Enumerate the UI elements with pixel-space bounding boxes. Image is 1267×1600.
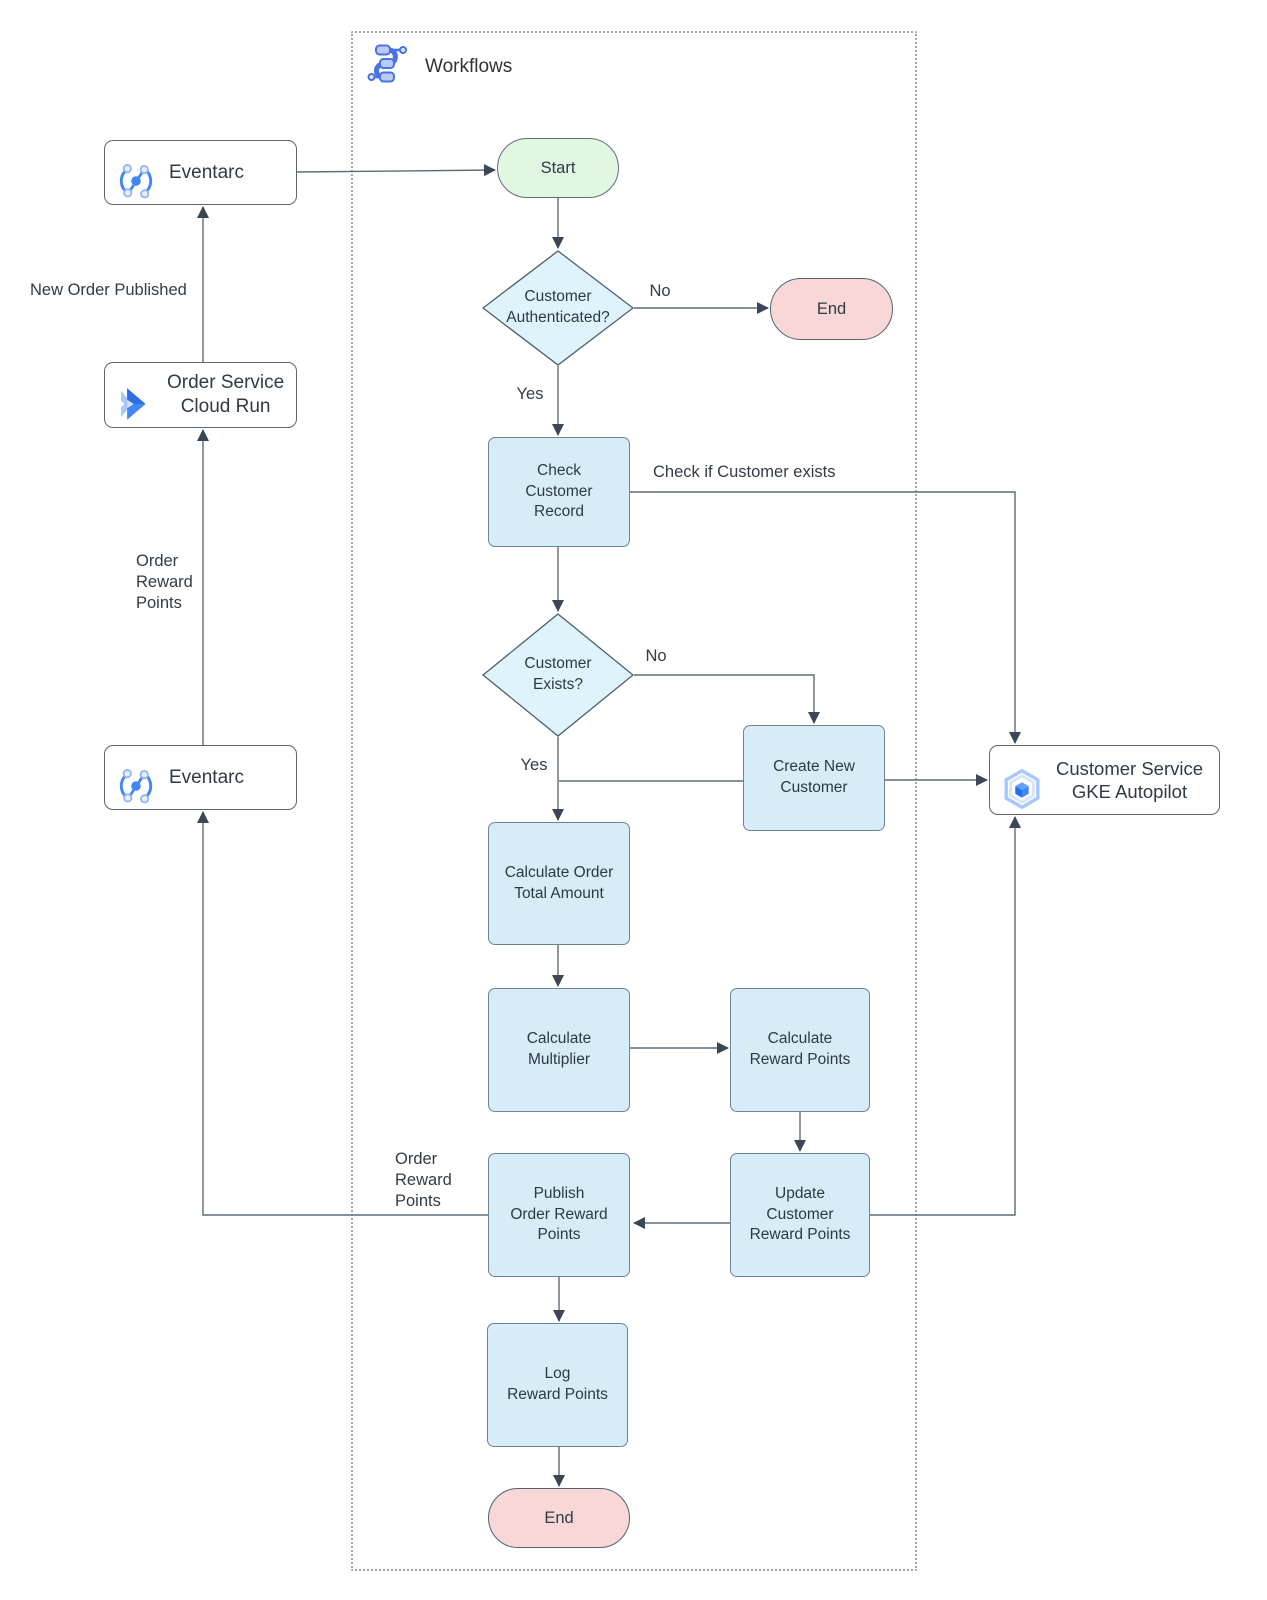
node-customer-service-gke: Customer Service GKE Autopilot <box>989 745 1220 815</box>
eventarc-icon <box>114 740 158 815</box>
gke-autopilot-icon <box>999 743 1045 817</box>
edge-label-no-exists: No <box>645 647 667 665</box>
workflows-header: Workflows <box>364 40 512 93</box>
workflows-container <box>351 31 917 1571</box>
edge-label-new-order-published: New Order Published <box>30 281 187 299</box>
node-calculate-multiplier: Calculate Multiplier <box>488 988 630 1112</box>
node-start: Start <box>497 138 619 198</box>
cloud-run-icon <box>114 359 156 432</box>
edge-label-no-authenticated: No <box>649 282 671 300</box>
node-end-top: End <box>770 278 893 340</box>
order-service-label: Order Service Cloud Run <box>167 372 285 417</box>
node-publish-order-reward-points: Publish Order Reward Points <box>488 1153 630 1277</box>
node-eventarc-top: Eventarc <box>104 140 297 205</box>
eventarc-top-label: Eventarc <box>169 161 244 183</box>
node-calculate-reward-points: Calculate Reward Points <box>730 988 870 1112</box>
edge-label-yes-authenticated: Yes <box>516 385 544 403</box>
edge-label-yes-exists: Yes <box>520 756 548 774</box>
customer-exists-label: Customer Exists? <box>524 655 592 693</box>
node-customer-exists: Customer Exists? <box>481 613 635 737</box>
node-end-bottom: End <box>488 1488 630 1548</box>
node-update-customer-reward-points: Update Customer Reward Points <box>730 1153 870 1277</box>
node-eventarc-bottom: Eventarc <box>104 745 297 810</box>
node-order-service-cloud-run: Order Service Cloud Run <box>104 362 297 428</box>
node-log-reward-points: Log Reward Points <box>487 1323 628 1447</box>
edge-label-order-reward-points-inner: Order Reward Points <box>395 1150 452 1210</box>
node-create-new-customer: Create New Customer <box>743 725 885 831</box>
eventarc-bottom-label: Eventarc <box>169 766 244 788</box>
workflows-title: Workflows <box>425 55 513 77</box>
eventarc-icon <box>114 135 158 210</box>
node-check-customer-record: Check Customer Record <box>488 437 630 547</box>
edge-label-check-if-customer-exists: Check if Customer exists <box>653 463 836 481</box>
customer-authenticated-label: Customer Authenticated? <box>506 288 610 326</box>
workflows-icon <box>364 40 412 93</box>
node-calculate-order-total: Calculate Order Total Amount <box>488 822 630 945</box>
node-customer-authenticated: Customer Authenticated? <box>481 250 635 366</box>
edge-label-order-reward-points-left: Order Reward Points <box>136 552 193 612</box>
customer-service-label: Customer Service GKE Autopilot <box>1056 757 1204 802</box>
